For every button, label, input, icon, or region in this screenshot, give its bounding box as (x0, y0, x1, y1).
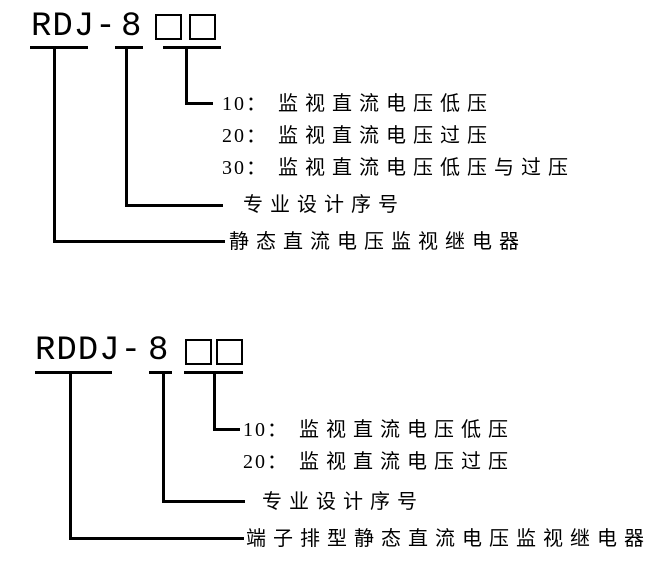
connector-boxes-vertical (185, 46, 188, 105)
option-code: 10： (222, 93, 268, 115)
connector-model-horizontal (69, 537, 244, 540)
underline-model (35, 371, 112, 374)
connector-series-horizontal (125, 204, 223, 207)
option-row: 10： 监视直流电压低压 (243, 419, 515, 441)
series-meaning-label: 专业设计序号 (243, 194, 405, 216)
connector-boxes-horizontal (185, 102, 213, 105)
placeholder-box-1 (155, 14, 182, 40)
option-description: 监视直流电压过压 (278, 125, 494, 147)
option-description: 监视直流电压过压 (299, 451, 515, 473)
model-series-digit: 8 (148, 332, 170, 370)
connector-model-vertical (69, 371, 72, 540)
option-code: 20： (222, 125, 268, 147)
option-code: 30： (222, 157, 268, 179)
model-meaning-label: 静态直流电压监视继电器 (229, 231, 526, 253)
series-meaning-label: 专业设计序号 (262, 491, 424, 513)
connector-series-vertical (162, 371, 165, 503)
placeholder-box-2 (189, 14, 216, 40)
connector-model-vertical (53, 46, 56, 243)
connector-model-horizontal (53, 240, 225, 243)
option-row: 30： 监视直流电压低压与过压 (222, 157, 575, 179)
option-code: 20： (243, 451, 289, 473)
connector-series-horizontal (162, 500, 245, 503)
underline-model (30, 46, 88, 49)
model-prefix: RDJ- (31, 8, 117, 46)
connector-boxes-horizontal (213, 428, 240, 431)
placeholder-box-2 (216, 339, 243, 365)
option-row: 10： 监视直流电压低压 (222, 93, 494, 115)
model-meaning-label: 端子排型静态直流电压监视继电器 (246, 528, 651, 550)
placeholder-box-1 (185, 339, 212, 365)
option-description: 监视直流电压低压与过压 (278, 157, 575, 179)
model-series-digit: 8 (121, 8, 143, 46)
connector-series-vertical (125, 46, 128, 207)
connector-boxes-vertical (213, 371, 216, 431)
model-prefix: RDDJ- (35, 332, 143, 370)
underline-boxes (163, 46, 221, 49)
option-row: 20： 监视直流电压过压 (222, 125, 494, 147)
option-row: 20： 监视直流电压过压 (243, 451, 515, 473)
underline-series (149, 371, 172, 374)
option-description: 监视直流电压低压 (278, 93, 494, 115)
option-code: 10： (243, 419, 289, 441)
underline-series (115, 46, 143, 49)
option-description: 监视直流电压低压 (299, 419, 515, 441)
